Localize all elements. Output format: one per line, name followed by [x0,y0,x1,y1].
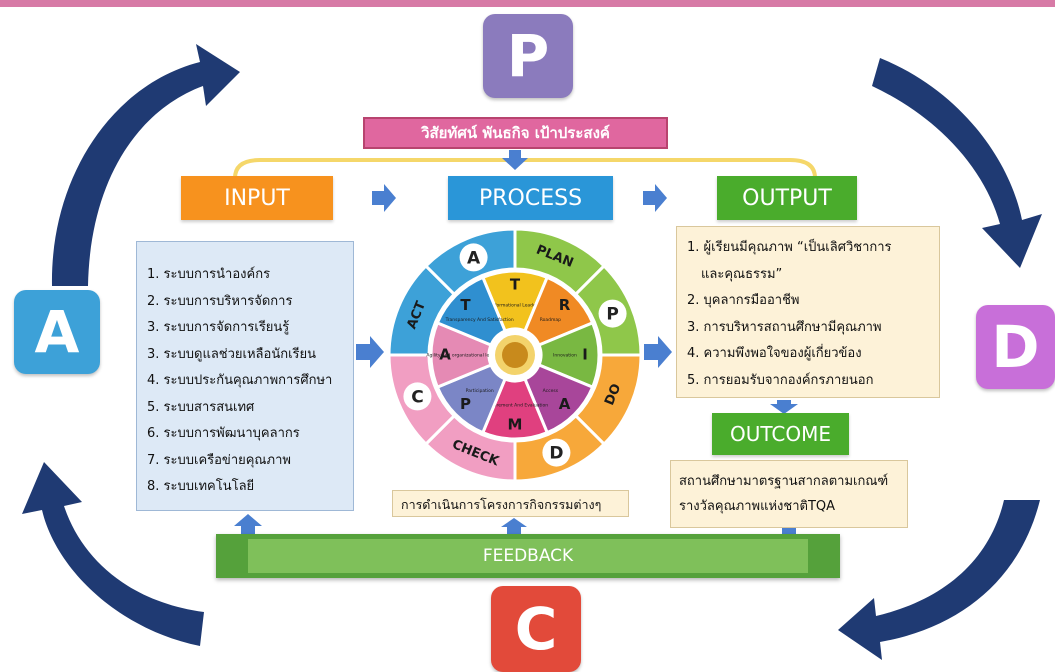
wheel-inner-title: Roadmap [540,317,561,323]
process-header: PROCESS [448,176,613,220]
feedback-bar: FEEDBACK [216,534,840,578]
wheel-inner-letter: I [582,346,588,364]
wheel-inner-letter: A [559,395,571,413]
input-list: 1. ระบบการนำองค์กร 2. ระบบการบริหารจัดกา… [136,241,354,511]
wheel-inner-title: Participation [466,388,494,394]
arrow-wheel-output [644,336,672,368]
cycle-arrow-a-to-p [51,44,240,286]
input-item: 8. ระบบเทคโนโลยี [147,479,255,494]
arrow-process-output [643,184,667,212]
outcome-header: OUTCOME [712,413,849,455]
output-header: OUTPUT [717,176,857,220]
vision-banner: วิสัยทัศน์ พันธกิจ เป้าประสงค์ [363,117,668,149]
input-item: 3. ระบบดูแลช่วยเหลือนักเรียน [147,346,317,362]
cycle-arrow-c-to-a [22,462,204,646]
wheel-inner-letter: M [508,416,523,434]
top-accent-bar [0,0,1055,7]
cycle-arrow-p-to-d [872,58,1042,268]
pdca-d-box: D [976,305,1055,389]
input-item: 2. ระบบการบริหารจัดการ [147,293,293,309]
wheel-letter-badge [542,438,571,467]
wheel-letter-label: A [467,248,481,268]
pdca-p-box: P [483,14,573,98]
input-item: 3. ระบบการจัดการเรียนรู้ [147,320,290,335]
output-item: 5. การยอมรับจากองค์กรภายนอก [687,372,874,388]
activity-box: การดำเนินการโครงการกิจกรรมต่างๆ [392,490,629,517]
outcome-item: รางวัลคุณภาพแห่งชาติTQA [679,499,836,514]
input-item: 1. ระบบการนำองค์กร [147,267,271,282]
wheel-letter-label: C [411,387,423,407]
arrow-input-wheel [356,336,384,368]
wheel-inner-letter: R [559,296,571,314]
wheel-letter-label: D [549,444,563,464]
output-item: 1. ผู้เรียนมีคุณภาพ “เป็นเลิศวิชาการ [687,240,892,255]
wheel-inner-letter: T [510,276,521,294]
arrow-output-outcome [770,400,798,414]
output-list: 1. ผู้เรียนมีคุณภาพ “เป็นเลิศวิชาการ และ… [676,226,940,398]
wheel-inner-letter: P [460,395,471,413]
pdca-c-box: C [491,586,581,672]
output-item: 3. การบริหารสถานศึกษามีคุณภาพ [687,319,882,335]
wheel-inner-title: Transformational Leadership [482,303,547,309]
wheel-letter-badge [598,299,627,328]
input-item: 6. ระบบการพัฒนาบุคลากร [147,426,300,441]
input-item: 4. ระบบประกันคุณภาพการศึกษา [147,373,333,388]
wheel-inner-title: Agility and organizational learning [426,353,503,359]
arrow-vision-down [502,150,528,170]
input-header: INPUT [181,176,333,220]
wheel-inner-title: Measurement And Evaluation [482,403,548,409]
arrow-input-process [372,184,396,212]
wheel-inner-title: Access [543,388,559,394]
wheel-inner-letter: T [460,296,471,314]
arrow-feedback-input [234,514,262,534]
wheel-inner-title: Innovation [553,353,577,359]
school-emblem-inner [502,342,528,368]
wheel-letter-badge [403,382,432,411]
input-item: 7. ระบบเครือข่ายคุณภาพ [147,452,291,468]
pdca-a-box: A [14,290,100,374]
wheel-letter-label: P [606,305,618,325]
outcome-item: สถานศึกษามาตรฐานสากลตามเกณฑ์ [679,474,889,489]
feedback-label: FEEDBACK [248,539,808,573]
wheel-inner-title: Transparency And Satisfaction [445,317,514,323]
wheel-inner-letter: A [439,346,451,364]
cycle-arrow-d-to-c [838,500,1040,660]
output-item-cont: และคุณธรรม” [701,266,783,282]
input-item: 5. ระบบสารสนเทศ [147,399,255,415]
output-item: 2. บุคลากรมืออาชีพ [687,293,800,308]
output-item: 4. ความพึงพอใจของผู้เกี่ยวข้อง [687,346,862,361]
arrow-feedback-activity [501,518,527,534]
outcome-list: สถานศึกษามาตรฐานสากลตามเกณฑ์ รางวัลคุณภา… [670,460,908,528]
wheel-letter-badge [459,243,488,272]
